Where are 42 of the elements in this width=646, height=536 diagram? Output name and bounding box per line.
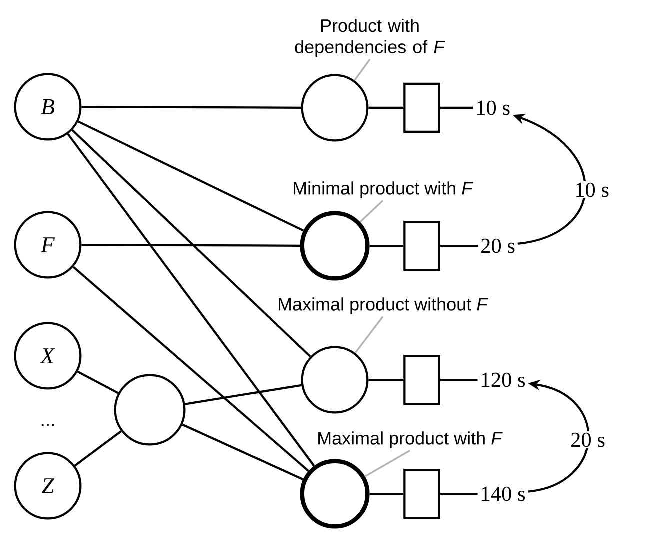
connector-line (370, 244, 404, 248)
time-label: 20 s (481, 238, 515, 254)
product-circle (300, 459, 370, 529)
connector-line (440, 378, 478, 382)
product-label: Maximal product with F (318, 432, 503, 448)
feature-box (404, 468, 440, 520)
product-circle (114, 374, 186, 446)
feature-box (404, 82, 440, 134)
feature-box (404, 354, 440, 406)
connector-line (368, 378, 404, 382)
time-label: 140 s (482, 486, 526, 502)
leader-line (360, 200, 384, 223)
time-label: 120 s (482, 372, 526, 388)
connector-line (77, 370, 119, 394)
connector-line (74, 430, 122, 467)
connector-line (78, 120, 304, 232)
connector-line (72, 266, 310, 472)
connector-line (182, 424, 304, 481)
connector-line (185, 384, 302, 406)
feature-box (404, 220, 440, 272)
leader-line (354, 316, 384, 354)
connector-line (440, 106, 474, 110)
connector-line (67, 133, 316, 467)
connector-line (440, 244, 478, 248)
product-label: Maximal product without F (279, 298, 488, 314)
connector-line (82, 244, 300, 247)
leader-line (364, 450, 410, 478)
time-label: 10 s (477, 100, 510, 116)
connector-line (370, 492, 404, 496)
connector-line (82, 106, 302, 109)
product-circle (301, 346, 369, 414)
connector-line (440, 492, 478, 496)
connector-line (368, 106, 404, 110)
edge-label: 10 s (573, 181, 611, 199)
connector-line (72, 129, 312, 358)
ellipsis-label: ... (42, 424, 54, 426)
edge-label: 20 s (569, 431, 607, 449)
product-circle (301, 74, 369, 142)
leader-line (354, 58, 371, 82)
product-circle (300, 211, 370, 281)
product-label: Minimal product with F (294, 182, 474, 198)
product-label: Product with dependencies of F (295, 18, 446, 58)
